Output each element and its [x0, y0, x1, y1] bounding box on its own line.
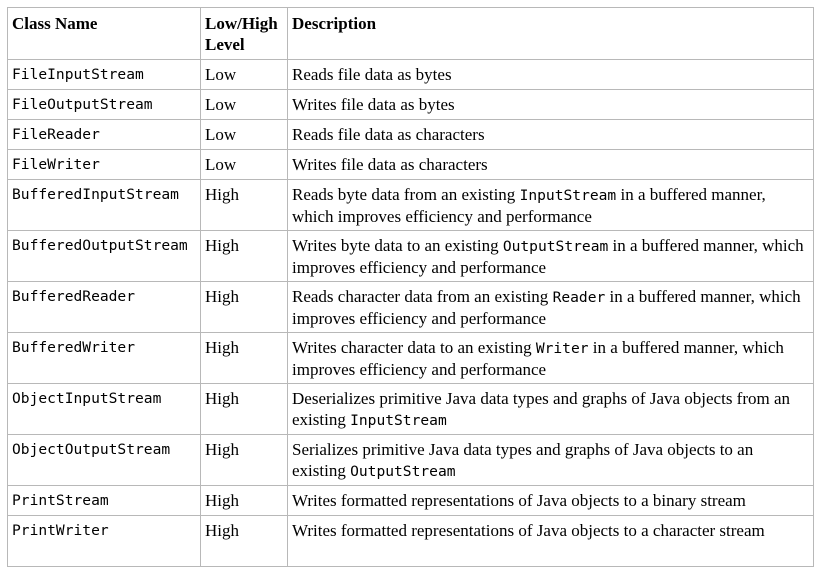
- class-name-cell: FileInputStream: [7, 59, 201, 90]
- description-text: in a buffered manner, which improves eff…: [292, 287, 801, 328]
- class-name-cell: BufferedWriter: [7, 332, 201, 384]
- description-cell: Reads file data as characters: [287, 119, 814, 150]
- level-cell: High: [200, 485, 288, 516]
- description-cell: Reads file data as bytes: [287, 59, 814, 90]
- description-cell: Writes formatted representations of Java…: [287, 485, 814, 516]
- level-cell: High: [200, 434, 288, 486]
- description-cell: Reads character data from an existing Re…: [287, 281, 814, 333]
- inline-code: Reader: [552, 289, 606, 306]
- java-io-classes-table: Class Name Low/High Level Description Fi…: [7, 7, 814, 567]
- description-text: Serializes primitive Java data types and…: [292, 440, 754, 480]
- description-text: Deserializes primitive Java data types a…: [292, 389, 791, 429]
- header-description: Description: [287, 7, 814, 60]
- description-text: Writes character data to an existing: [292, 338, 536, 357]
- description-cell: Writes file data as characters: [287, 149, 814, 180]
- class-name-cell: ObjectInputStream: [7, 383, 201, 435]
- description-text: in a buffered manner, which improves eff…: [292, 185, 766, 226]
- table-row: FileReader Low Reads file data as charac…: [7, 119, 814, 150]
- level-cell: Low: [200, 59, 288, 90]
- level-cell: High: [200, 281, 288, 333]
- description-text: in a buffered manner, which improves eff…: [292, 236, 804, 277]
- description-text: in a buffered manner, which improves eff…: [292, 338, 784, 379]
- description-text: Writes formatted representations of Java…: [292, 491, 746, 510]
- table-header-row: Class Name Low/High Level Description: [7, 7, 814, 60]
- table-row: PrintStream High Writes formatted repres…: [7, 485, 814, 516]
- table-row: ObjectInputStream High Deserializes prim…: [7, 383, 814, 435]
- class-name-cell: BufferedInputStream: [7, 179, 201, 231]
- class-name-cell: FileReader: [7, 119, 201, 150]
- class-name-cell: PrintWriter: [7, 515, 201, 567]
- description-text: Reads file data as characters: [292, 125, 485, 144]
- inline-code: Writer: [535, 340, 589, 357]
- level-cell: Low: [200, 149, 288, 180]
- table-row: PrintWriter High Writes formatted repres…: [7, 515, 814, 567]
- description-text: Writes byte data to an existing: [292, 236, 503, 255]
- description-text: Writes formatted representations of Java…: [292, 521, 765, 540]
- description-cell: Reads byte data from an existing InputSt…: [287, 179, 814, 231]
- table-row: FileWriter Low Writes file data as chara…: [7, 149, 814, 180]
- table-row: FileOutputStream Low Writes file data as…: [7, 89, 814, 120]
- class-name-cell: PrintStream: [7, 485, 201, 516]
- level-cell: High: [200, 332, 288, 384]
- inline-code: InputStream: [519, 187, 617, 204]
- description-text: Reads character data from an existing: [292, 287, 553, 306]
- table-row: ObjectOutputStream High Serializes primi…: [7, 434, 814, 486]
- inline-code: OutputStream: [502, 238, 609, 255]
- inline-code: OutputStream: [350, 463, 456, 480]
- level-cell: Low: [200, 89, 288, 120]
- level-cell: High: [200, 383, 288, 435]
- table-row: BufferedInputStream High Reads byte data…: [7, 179, 814, 231]
- table-row: BufferedOutputStream High Writes byte da…: [7, 230, 814, 282]
- level-cell: High: [200, 179, 288, 231]
- level-cell: High: [200, 230, 288, 282]
- inline-code: InputStream: [350, 412, 447, 429]
- description-text: Reads byte data from an existing: [292, 185, 520, 204]
- class-name-cell: FileWriter: [7, 149, 201, 180]
- description-text: Writes file data as characters: [292, 155, 488, 174]
- table-row: BufferedReader High Reads character data…: [7, 281, 814, 333]
- description-cell: Writes file data as bytes: [287, 89, 814, 120]
- description-cell: Writes character data to an existing Wri…: [287, 332, 814, 384]
- description-cell: Serializes primitive Java data types and…: [287, 434, 814, 486]
- level-cell: Low: [200, 119, 288, 150]
- level-cell: High: [200, 515, 288, 567]
- header-class-name: Class Name: [7, 7, 201, 60]
- description-text: Reads file data as bytes: [292, 65, 452, 84]
- table-row: FileInputStream Low Reads file data as b…: [7, 59, 814, 90]
- class-name-cell: FileOutputStream: [7, 89, 201, 120]
- description-text: Writes file data as bytes: [292, 95, 455, 114]
- description-cell: Writes byte data to an existing OutputSt…: [287, 230, 814, 282]
- header-level: Low/High Level: [200, 7, 288, 60]
- class-name-cell: BufferedReader: [7, 281, 201, 333]
- description-cell: Deserializes primitive Java data types a…: [287, 383, 814, 435]
- table-row: BufferedWriter High Writes character dat…: [7, 332, 814, 384]
- description-cell: Writes formatted representations of Java…: [287, 515, 814, 567]
- class-name-cell: BufferedOutputStream: [7, 230, 201, 282]
- class-name-cell: ObjectOutputStream: [7, 434, 201, 486]
